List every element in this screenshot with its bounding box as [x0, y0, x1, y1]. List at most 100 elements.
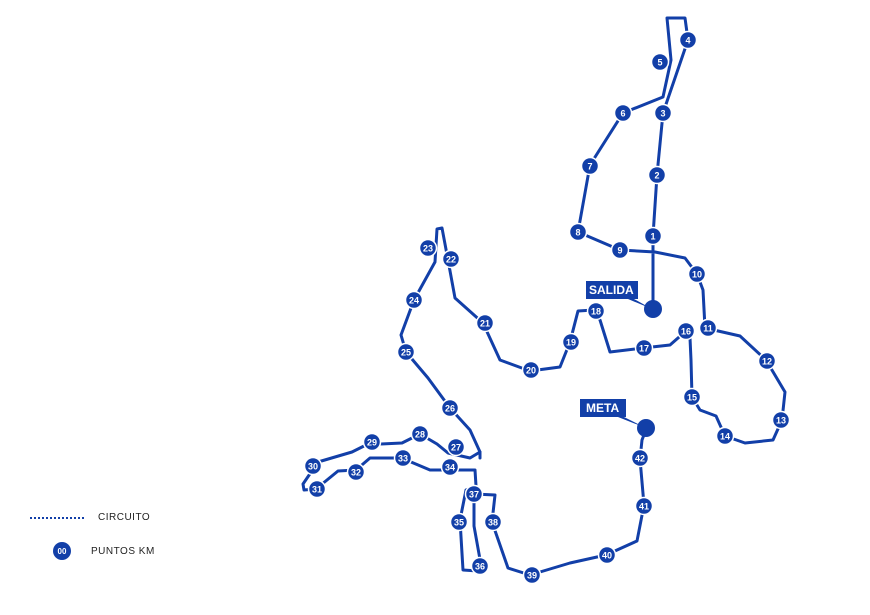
km-marker-11: 11	[698, 318, 718, 338]
km-marker-dot	[561, 332, 581, 352]
km-marker-31: 31	[307, 479, 327, 499]
legend-marker-row: 00 PUNTOS KM	[30, 542, 155, 560]
km-marker-17: 17	[634, 338, 654, 358]
km-marker-label: 27	[451, 443, 461, 453]
km-marker-27: 27	[446, 437, 466, 457]
km-marker-21: 21	[475, 313, 495, 333]
km-marker-35: 35	[449, 512, 469, 532]
km-marker-dot	[643, 226, 663, 246]
km-marker-39: 39	[522, 565, 542, 585]
start-label: SALIDA	[589, 283, 634, 297]
km-marker-dot	[346, 462, 366, 482]
km-marker-dot	[647, 165, 667, 185]
km-marker-dot	[449, 512, 469, 532]
km-marker-1: 1	[643, 226, 663, 246]
km-marker-dot	[362, 432, 382, 452]
km-marker-dot	[303, 456, 323, 476]
start-flag: SALIDA	[586, 281, 662, 318]
km-marker-dot	[653, 103, 673, 123]
km-marker-dot	[682, 387, 702, 407]
km-marker-icon: 00	[53, 542, 71, 560]
km-marker-dot	[568, 222, 588, 242]
km-marker-5: 5	[650, 52, 670, 72]
km-marker-dot	[634, 338, 654, 358]
route-line-icon	[30, 516, 84, 519]
km-marker-42: 42	[630, 448, 650, 468]
km-marker-label: 21	[480, 319, 490, 329]
km-marker-label: 34	[445, 463, 455, 473]
km-marker-label: 3	[660, 109, 665, 119]
km-marker-label: 35	[454, 518, 464, 528]
km-marker-label: 11	[703, 324, 713, 334]
km-marker-label: 39	[527, 571, 537, 581]
km-marker-dot	[441, 249, 461, 269]
km-marker-label: 17	[639, 344, 649, 354]
km-marker-15: 15	[682, 387, 702, 407]
km-markers: 1234567891011121314151617181920212223242…	[303, 30, 791, 585]
km-marker-41: 41	[634, 496, 654, 516]
km-marker-13: 13	[771, 410, 791, 430]
km-marker-dot	[464, 484, 484, 504]
km-marker-label: 41	[639, 502, 649, 512]
km-marker-label: 25	[401, 348, 411, 358]
km-marker-30: 30	[303, 456, 323, 476]
km-marker-36: 36	[470, 556, 490, 576]
km-marker-12: 12	[757, 351, 777, 371]
km-marker-dot	[678, 30, 698, 50]
km-marker-dot	[470, 556, 490, 576]
km-marker-label: 32	[351, 468, 361, 478]
km-marker-29: 29	[362, 432, 382, 452]
km-marker-dot	[521, 360, 541, 380]
km-marker-9: 9	[610, 240, 630, 260]
km-marker-label: 28	[415, 430, 425, 440]
km-marker-dot	[580, 156, 600, 176]
km-marker-dot	[771, 410, 791, 430]
km-marker-dot	[522, 565, 542, 585]
km-marker-label: 18	[591, 307, 601, 317]
km-marker-label: 8	[575, 228, 580, 238]
km-marker-18: 18	[586, 301, 606, 321]
km-marker-25: 25	[396, 342, 416, 362]
km-marker-label: 1	[650, 232, 655, 242]
legend-route-label: CIRCUITO	[98, 512, 151, 523]
km-marker-label: 10	[692, 270, 702, 280]
km-marker-28: 28	[410, 424, 430, 444]
km-marker-14: 14	[715, 426, 735, 446]
km-marker-38: 38	[483, 512, 503, 532]
km-marker-label: 19	[566, 338, 576, 348]
km-marker-dot	[613, 103, 633, 123]
km-marker-40: 40	[597, 545, 617, 565]
km-marker-7: 7	[580, 156, 600, 176]
km-marker-label: 4	[685, 36, 690, 46]
km-marker-label: 12	[762, 357, 772, 367]
km-marker-label: 9	[617, 246, 622, 256]
km-marker-label: 37	[469, 490, 479, 500]
km-marker-label: 2	[654, 171, 659, 181]
km-marker-label: 29	[367, 438, 377, 448]
finish-point-icon	[637, 419, 655, 437]
km-marker-label: 26	[445, 404, 455, 414]
km-marker-dot	[630, 448, 650, 468]
km-marker-label: 31	[312, 485, 322, 495]
legend-marker-label: PUNTOS KM	[91, 545, 155, 557]
km-marker-label: 13	[776, 416, 786, 426]
km-marker-dot	[715, 426, 735, 446]
km-marker-20: 20	[521, 360, 541, 380]
km-marker-label: 24	[409, 296, 419, 306]
km-marker-dot	[440, 398, 460, 418]
km-marker-19: 19	[561, 332, 581, 352]
km-marker-dot	[610, 240, 630, 260]
km-marker-23: 23	[418, 238, 438, 258]
km-marker-label: 36	[475, 562, 485, 572]
km-marker-dot	[687, 264, 707, 284]
km-marker-dot	[440, 457, 460, 477]
km-marker-label: 6	[620, 109, 625, 119]
km-marker-dot	[650, 52, 670, 72]
km-marker-label: 14	[720, 432, 730, 442]
km-marker-label: 23	[423, 244, 433, 254]
km-marker-label: 7	[587, 162, 592, 172]
km-marker-dot	[757, 351, 777, 371]
km-marker-dot	[597, 545, 617, 565]
km-marker-26: 26	[440, 398, 460, 418]
km-marker-16: 16	[676, 321, 696, 341]
